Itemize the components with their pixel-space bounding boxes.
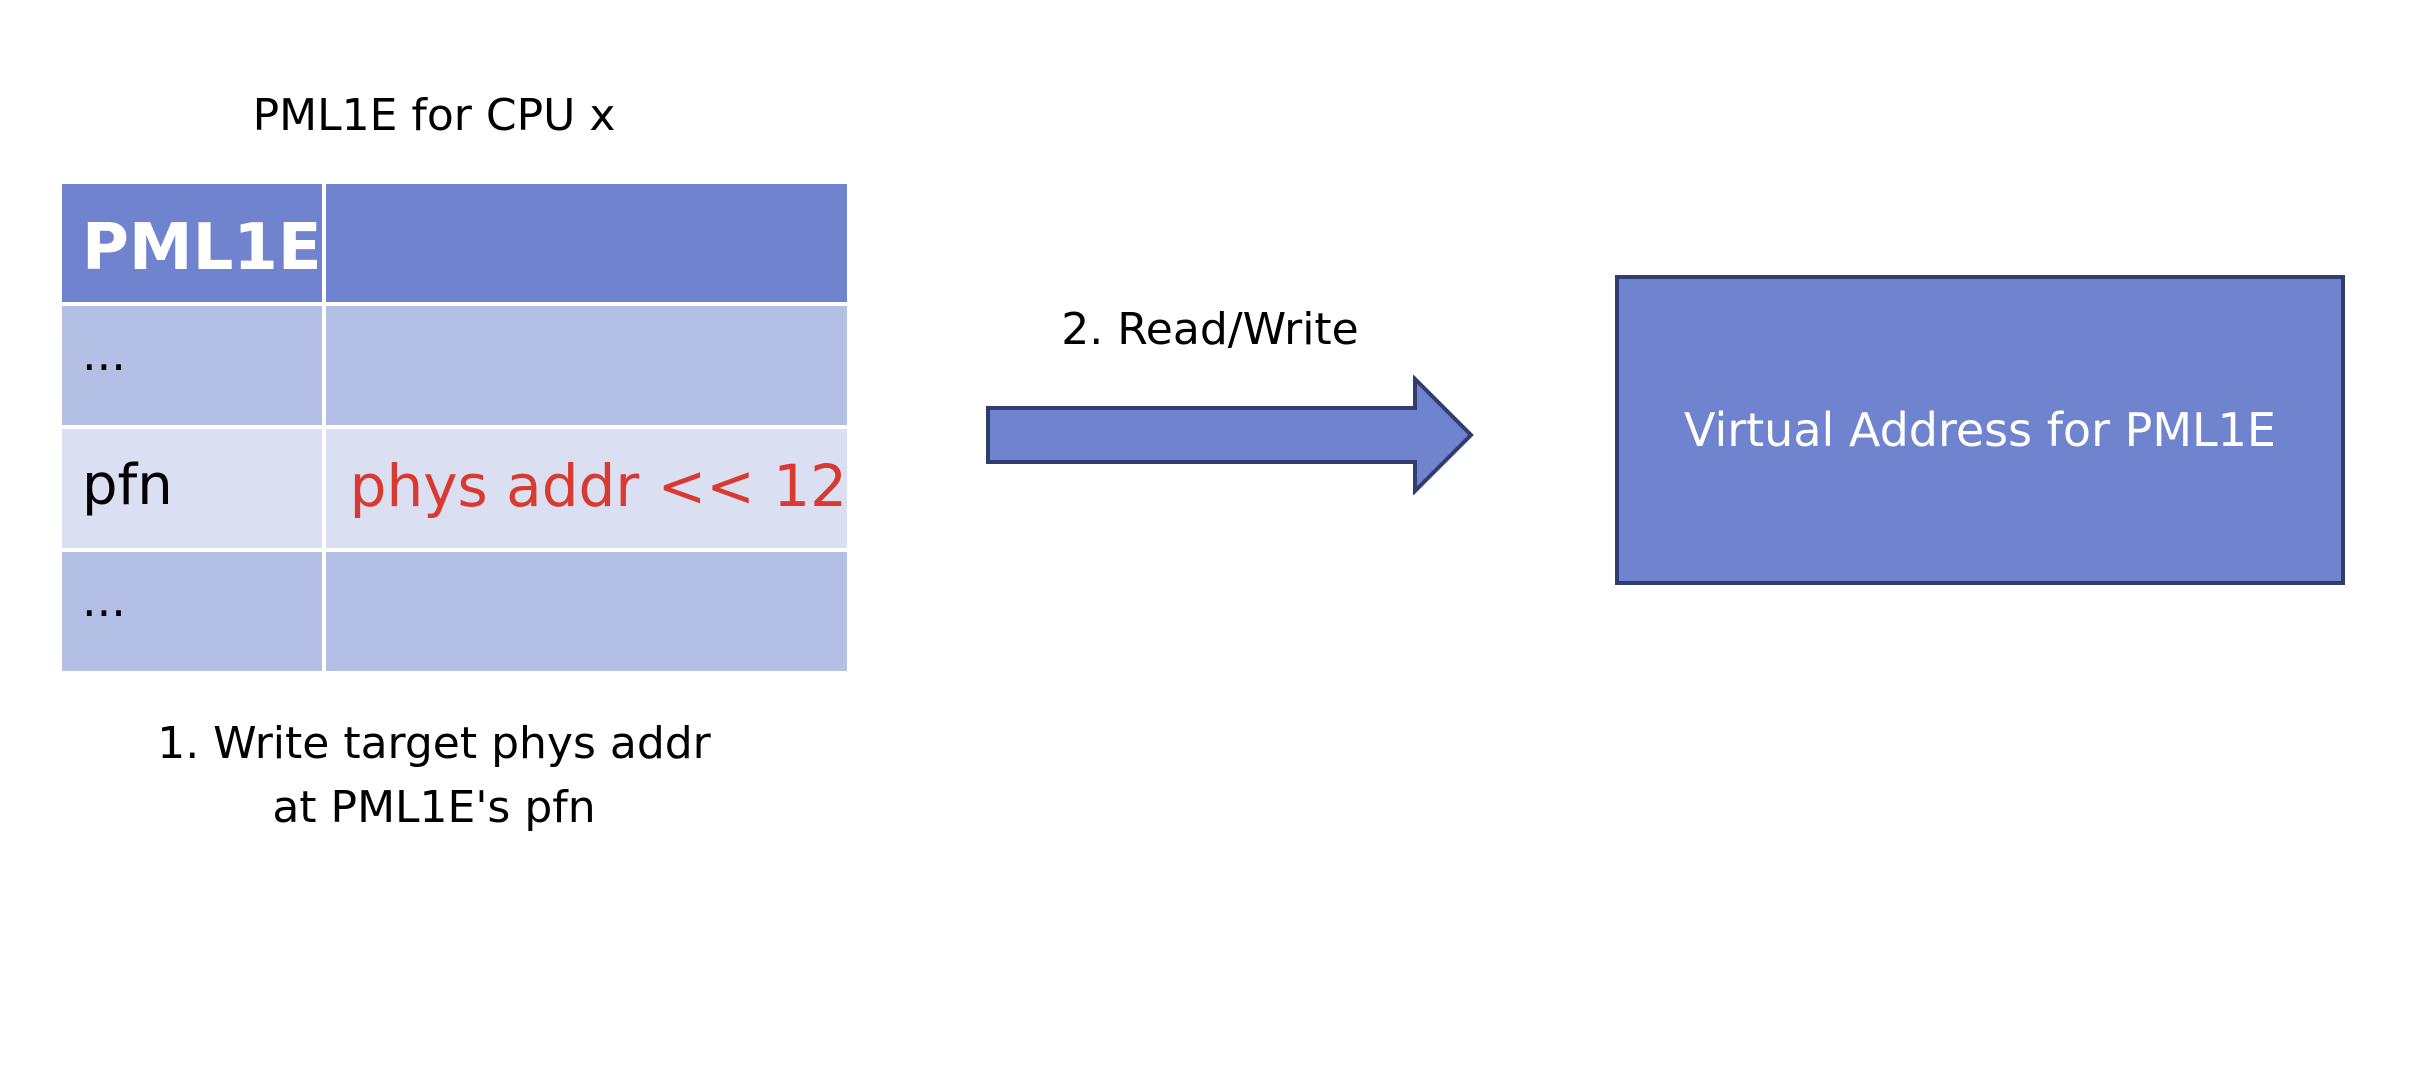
table-row: ... [58, 302, 852, 429]
table-cell-name: ... [58, 302, 326, 429]
virtual-address-box: Virtual Address for PML1E [1615, 275, 2345, 585]
arrow-shape [986, 375, 1474, 495]
table-cell-name: pfn [58, 425, 326, 552]
row-value [346, 308, 845, 328]
table-header-cell: PML1E [58, 180, 326, 306]
step-1-caption-line: at PML1E's pfn [272, 782, 596, 833]
row-name: ... [82, 573, 126, 627]
table-header-label: PML1E [82, 211, 322, 285]
row-name: pfn [82, 453, 173, 518]
table-row: ... [58, 548, 852, 675]
arrow-label: 2. Read/Write [1061, 304, 1359, 355]
table-cell-value: phys addr << 12 [321, 425, 852, 552]
step-1-caption-line: 1. Write target phys addr [157, 718, 711, 769]
table-cell-value [321, 302, 852, 429]
row-name: ... [82, 327, 126, 381]
table-title: PML1E for CPU x [252, 90, 616, 141]
table-cell-value [321, 548, 852, 675]
row-value: phys addr << 12 [349, 452, 848, 520]
table-header-empty-cell [321, 180, 852, 306]
table-row: pfn phys addr << 12 [58, 425, 852, 552]
virtual-address-label: Virtual Address for PML1E [1683, 403, 2276, 457]
table-header-row: PML1E [58, 180, 852, 306]
pml1e-table: PML1E ... pfn phys addr << 12 ... [58, 180, 852, 675]
right-arrow-icon [986, 375, 1474, 495]
step-1-caption: 1. Write target phys addr at PML1E's pfn [58, 712, 810, 840]
table-cell-name: ... [58, 548, 326, 675]
row-value [346, 554, 845, 574]
